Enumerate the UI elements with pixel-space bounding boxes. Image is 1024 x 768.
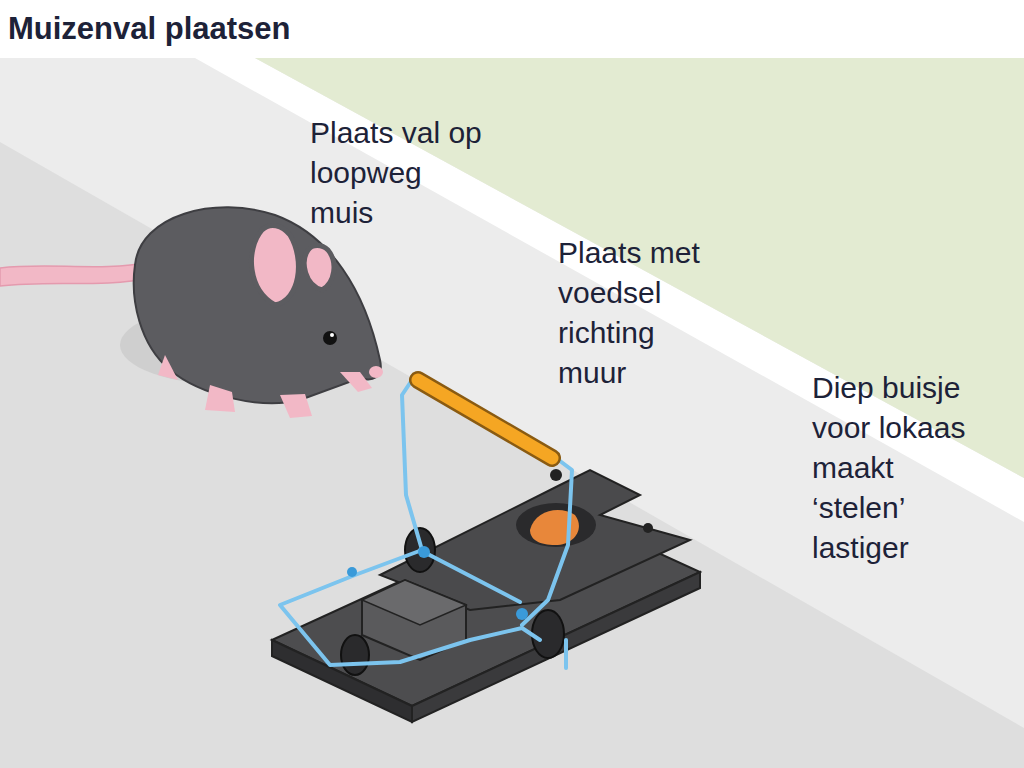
callout-label: Diep buisje voor lokaas maakt ‘stelen’ l… — [812, 368, 992, 568]
callout-label: Plaats val op loopweg muis — [310, 113, 485, 233]
baseboard — [195, 58, 1024, 522]
mousetrap — [272, 380, 700, 722]
callout-label: Plaats met voedsel richting muur — [558, 233, 718, 393]
mouse — [0, 207, 383, 418]
floor — [0, 58, 1024, 768]
diagram-title: Muizenval plaatsen — [8, 10, 291, 48]
